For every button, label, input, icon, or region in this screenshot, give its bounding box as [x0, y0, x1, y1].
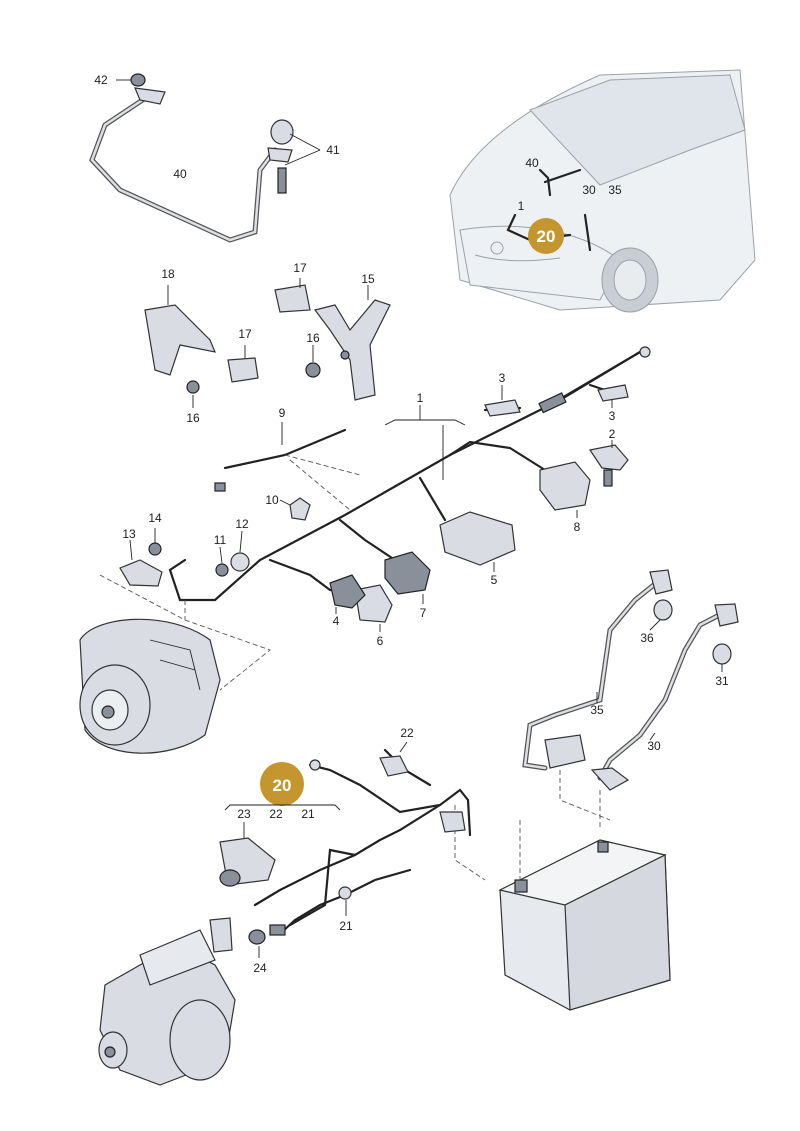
clip-10	[289, 497, 311, 521]
label-13: 13	[122, 527, 136, 541]
nut-11	[215, 546, 229, 577]
bracket-15	[274, 278, 391, 401]
cap-36	[649, 599, 673, 631]
label-14: 14	[148, 511, 162, 525]
car-label-1: 1	[518, 199, 525, 213]
label-2: 2	[609, 427, 616, 441]
ground-strap-40	[89, 73, 321, 243]
label-11: 11	[214, 533, 227, 547]
connector-7	[384, 551, 431, 604]
car-inset: 20 40 30 35 1	[449, 69, 756, 313]
label-22a: 22	[269, 807, 283, 821]
label-5: 5	[491, 573, 498, 587]
label-31: 31	[715, 674, 729, 688]
bracket-18	[144, 285, 216, 394]
alternator	[79, 618, 221, 754]
label-16b: 16	[306, 331, 320, 345]
label-7: 7	[420, 606, 427, 620]
battery	[498, 839, 671, 1011]
terminal-24	[209, 917, 266, 958]
holder-2	[589, 440, 629, 487]
label-23: 23	[237, 807, 251, 821]
car-label-40: 40	[525, 156, 539, 170]
holder-23	[219, 822, 276, 887]
battery-cable-30	[590, 603, 739, 791]
label-1: 1	[417, 391, 424, 405]
label-42: 42	[94, 73, 108, 87]
starter-motor	[98, 929, 236, 1086]
label-21b: 21	[339, 919, 353, 933]
label-4: 4	[333, 614, 340, 628]
label-18: 18	[161, 267, 175, 281]
highlight-badge-20	[260, 762, 304, 806]
label-12: 12	[235, 517, 249, 531]
label-30: 30	[647, 739, 661, 753]
label-35: 35	[590, 703, 604, 717]
clip-17-a	[227, 345, 259, 383]
car-label-30: 30	[582, 183, 596, 197]
clip-3-a	[484, 385, 521, 417]
badge-label-car: 20	[537, 227, 556, 246]
connector-8	[539, 461, 591, 518]
label-17b: 17	[293, 261, 307, 275]
label-22b: 22	[400, 726, 414, 740]
label-9: 9	[279, 406, 286, 420]
label-3a: 3	[499, 371, 506, 385]
label-16a: 16	[186, 411, 200, 425]
clip-3-b	[597, 384, 629, 408]
highlight-badge-car	[528, 218, 564, 254]
nut-14	[148, 528, 162, 556]
label-41: 41	[326, 143, 340, 157]
badge-label-20: 20	[273, 776, 292, 795]
label-24: 24	[253, 961, 267, 975]
label-17a: 17	[238, 327, 252, 341]
label-15: 15	[361, 272, 375, 286]
battery-cable-35	[522, 569, 673, 771]
label-21a: 21	[301, 807, 315, 821]
label-8: 8	[574, 520, 581, 534]
car-label-35: 35	[608, 183, 622, 197]
connector-5	[439, 511, 516, 572]
label-3b: 3	[609, 409, 616, 423]
starter-cable-20	[253, 748, 472, 936]
label-36: 36	[640, 631, 654, 645]
label-40: 40	[173, 167, 187, 181]
cap-12	[230, 530, 250, 572]
connector-4	[329, 574, 366, 614]
label-10: 10	[265, 493, 279, 507]
cap-31	[712, 643, 732, 672]
label-6: 6	[377, 634, 384, 648]
clip-13	[119, 539, 163, 587]
